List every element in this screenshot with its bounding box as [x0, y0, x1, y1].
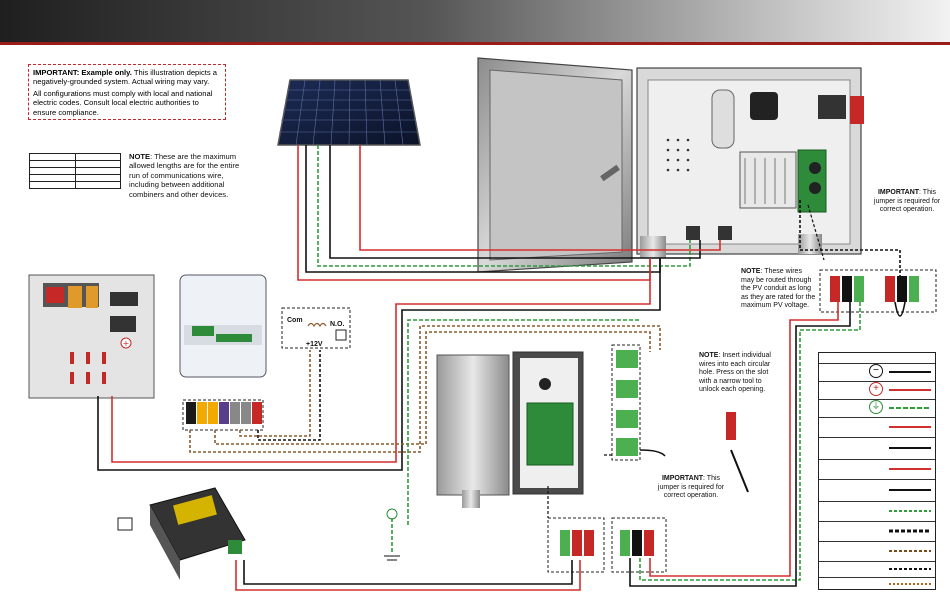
note-wire-lengths-text: : These are the maximum allowed lengths …	[129, 152, 240, 199]
callout-outlines	[547, 204, 825, 518]
important-jumper-top-text: : This jumper is required for correct op…	[873, 189, 941, 214]
enclosure-door	[477, 57, 633, 273]
wires	[97, 145, 906, 591]
solar-panel	[277, 79, 421, 146]
note-wire-lengths-title: NOTE	[129, 152, 151, 161]
important-jumper-top: IMPORTANT: This jumper is required for c…	[872, 189, 942, 215]
note-pv-conduit: NOTE: These wires may be routed through …	[741, 268, 817, 311]
legend-lines	[889, 371, 931, 585]
relay-voltage-label: +12V	[306, 341, 323, 348]
terminal-block-left	[182, 399, 264, 431]
note-insert-wires-text: : Insert individual wires into each circ…	[699, 352, 771, 394]
important-title: IMPORTANT: Example only.	[33, 68, 132, 77]
important-line2: All configurations must comply with loca…	[33, 88, 213, 117]
important-jumper-bottom-text: : This jumper is required for correct op…	[657, 475, 725, 500]
important-example-box: IMPORTANT: Example only. This illustrati…	[28, 64, 226, 120]
important-jumper-top-title: IMPORTANT	[877, 189, 920, 196]
combiner-enclosure	[636, 67, 864, 258]
relay-com-label: Com	[287, 317, 303, 324]
header-rule	[0, 42, 950, 45]
relay-no-label: N.O.	[330, 321, 344, 328]
legend-negative-symbol: −	[869, 364, 883, 378]
terminal-column	[611, 344, 641, 461]
wire-length-table	[29, 153, 121, 189]
note-pv-conduit-text: : These wires may be routed through the …	[741, 268, 816, 310]
relay: Com N.O. +12V	[281, 307, 351, 349]
important-line1: This illustration depicts a negatively-g…	[33, 68, 217, 87]
inverter-unit	[179, 274, 267, 378]
note-insert-wires: NOTE: Insert individual wires into each …	[699, 352, 771, 395]
important-jumper-bottom: IMPORTANT: This jumper is required for c…	[655, 475, 727, 501]
wire-legend: − + ⏚	[818, 352, 936, 590]
note-pv-conduit-title: NOTE	[741, 268, 761, 275]
note-insert-wires-title: NOTE	[699, 352, 719, 359]
legend-positive-symbol: +	[869, 382, 883, 396]
svg-text:+: +	[123, 339, 130, 348]
fuse-tool	[726, 412, 749, 493]
middle-enclosure	[436, 351, 584, 508]
charge-controller: +	[28, 274, 155, 399]
bottom-terminal-blocks	[547, 517, 667, 573]
power-supply	[117, 487, 246, 580]
important-jumper-bottom-title: IMPORTANT	[661, 475, 704, 482]
ground-symbol	[384, 508, 400, 561]
header-bar	[0, 0, 950, 42]
note-wire-lengths: NOTE: These are the maximum allowed leng…	[129, 152, 247, 199]
legend-ground-symbol: ⏚	[869, 400, 883, 414]
top-right-terminal-blocks	[819, 269, 937, 313]
